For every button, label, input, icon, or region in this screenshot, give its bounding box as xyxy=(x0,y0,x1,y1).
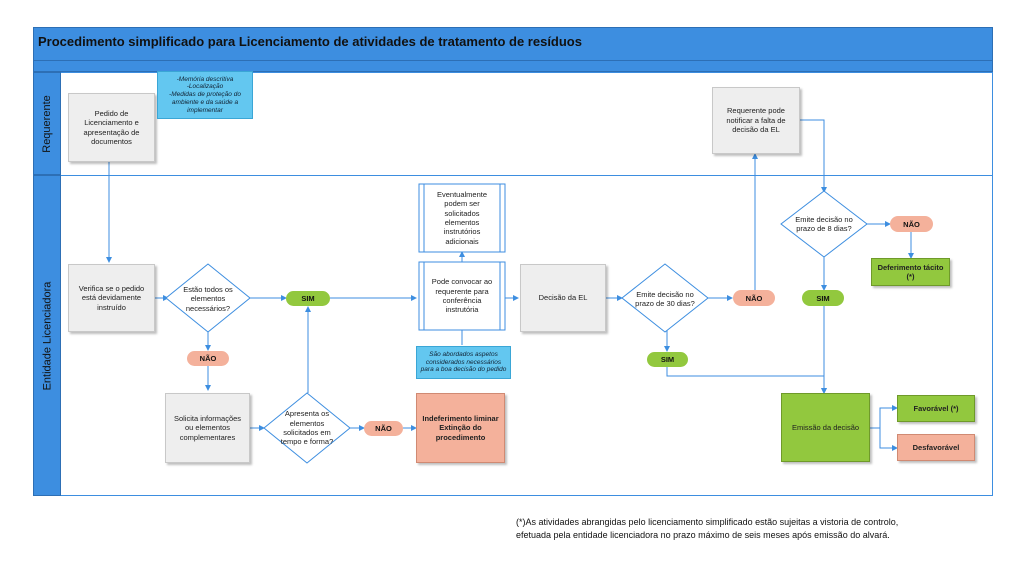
footnote: (*)As atividades abrangidas pelo licenci… xyxy=(516,516,986,542)
process-convocar-label: Pode convocar ao requerente para conferê… xyxy=(431,277,493,315)
process-emissao-decisao: Emissão da decisão xyxy=(781,393,870,462)
diamond-apresenta xyxy=(263,392,351,464)
end-indeferimento-liminar: Indeferimento liminar Extinção do proced… xyxy=(416,393,505,463)
diamond-shapes xyxy=(165,190,868,464)
decision-emite-30-label: Emite decisão no prazo de 30 dias? xyxy=(635,289,695,308)
label-nao-emite-8: NÃO xyxy=(890,216,933,232)
label-nao-estao-todos: NÃO xyxy=(187,351,229,366)
end-deferimento-tacito: Deferimento tácito (*) xyxy=(871,258,950,286)
process-solicita-informacoes: Solicita informações ou elementos comple… xyxy=(165,393,250,463)
footnote-line-2: efetuada pela entidade licenciadora no p… xyxy=(516,530,890,541)
title-strip xyxy=(33,61,993,72)
page-title: Procedimento simplificado para Licenciam… xyxy=(38,34,582,49)
process-pedido-licenciamento: Pedido de Licenciamento e apresentação d… xyxy=(68,93,155,162)
title-bar xyxy=(33,27,993,61)
process-decisao-el: Decisão da EL xyxy=(520,264,606,332)
label-sim-estao-todos: SIM xyxy=(286,291,330,306)
end-favoravel: Favorável (*) xyxy=(897,395,975,422)
process-eventualmente-label: Eventualmente podem ser solicitados elem… xyxy=(436,189,488,246)
double-border-box-eventualmente xyxy=(418,183,506,253)
label-sim-emite-30: SIM xyxy=(647,352,688,367)
label-nao-apresenta: NÃO xyxy=(364,421,403,436)
edge-emissao-favoravel xyxy=(870,405,898,429)
process-notificar-falta-decisao: Requerente pode notificar a falta de dec… xyxy=(712,87,800,154)
decision-estao-todos-label: Estão todos os elementos necessários? xyxy=(183,284,233,313)
lane-header-entidade xyxy=(33,175,61,496)
edge-notificar-emite8 xyxy=(800,119,827,193)
process-verifica-pedido: Verifica se o pedido está devidamente in… xyxy=(68,264,155,332)
footnote-line-1: (*)As atividades abrangidas pelo licenci… xyxy=(516,517,899,527)
label-nao-emite-30: NÃO xyxy=(733,290,775,306)
label-sim-emite-8: SIM xyxy=(802,290,844,306)
lane-divider xyxy=(61,175,993,176)
decision-apresenta-label: Apresenta os elementos solicitados em te… xyxy=(280,409,334,447)
note-aspetos: São abordados aspetos considerados neces… xyxy=(416,346,511,379)
end-desfavoravel: Desfavorável xyxy=(897,434,975,461)
diamond-estao-todos xyxy=(165,263,251,333)
edge-emissao-desfavoravel xyxy=(879,428,898,451)
lane-header-requerente xyxy=(33,72,61,175)
note-documentos: -Memória descritiva -Localização -Medida… xyxy=(157,71,253,119)
diamond-emite-30 xyxy=(621,263,709,333)
double-border-box-convocar xyxy=(418,261,506,331)
decision-emite-8-label: Emite decisão no prazo de 8 dias? xyxy=(795,214,853,233)
edge-sim30-emissao xyxy=(666,367,827,394)
diamond-emite-8 xyxy=(780,190,868,258)
